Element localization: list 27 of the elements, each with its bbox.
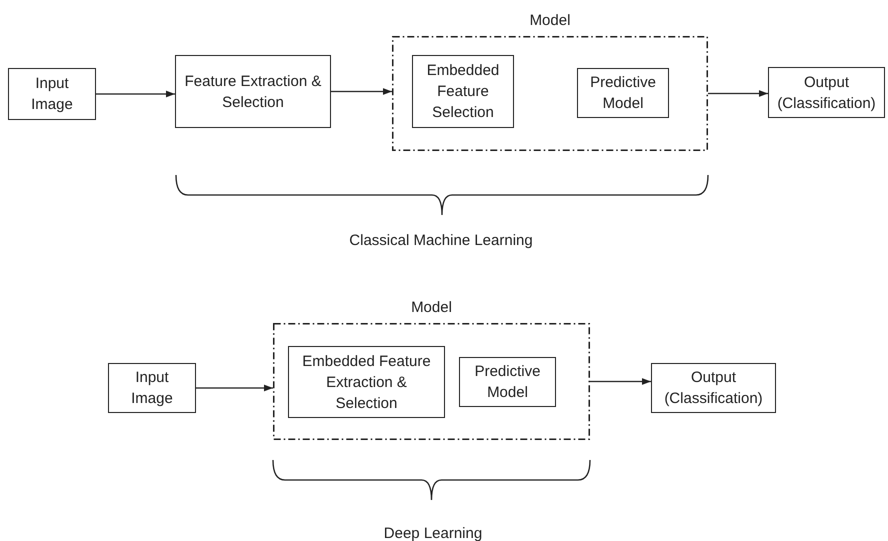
arrow [331,88,392,95]
section-caption: Deep Learning [384,525,482,541]
box-label: Input Image [130,368,174,409]
box-label: Output (Classification) [663,368,764,409]
arrow [590,378,651,385]
group-heading: Model [528,11,572,31]
section-caption: Classical Machine Learning [349,232,533,249]
box-label: Embedded Feature Selection [426,61,500,123]
box-label: Feature Extraction & Selection [184,72,322,112]
process-box [175,55,331,128]
box-label: Predictive Model [589,73,657,114]
box-label: Input Image [30,74,74,115]
process-box [459,357,556,407]
group-heading: Model [410,298,453,318]
process-box [651,363,776,413]
box-label: Predictive Model [474,362,542,403]
arrow [196,384,273,392]
box-label: Output (Classification) [776,72,877,114]
process-box [768,67,885,118]
box-label: Embedded Feature Extraction & Selection [301,352,432,414]
process-box [288,346,445,418]
process-box [412,55,514,128]
arrow [96,90,175,98]
process-box [8,68,96,120]
arrow [708,90,768,97]
process-box [577,68,669,118]
process-box [108,363,196,413]
